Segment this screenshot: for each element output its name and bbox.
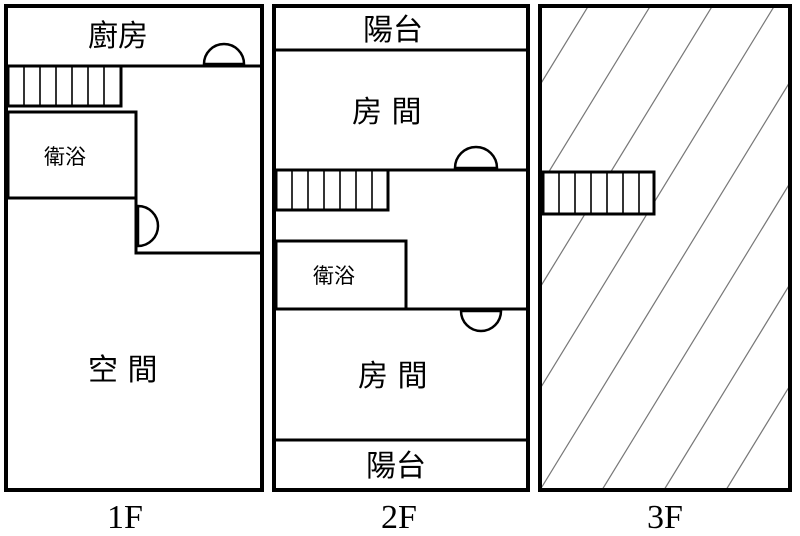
floor-2f: 陽台 房 間 衛浴 房 間 陽台 2F: [272, 4, 530, 536]
label-kitchen: 廚房: [88, 19, 148, 54]
door-kitchen: [202, 42, 246, 66]
hatch-pattern: [168, 0, 789, 490]
floor-3f-outline: [538, 4, 792, 492]
floor-2f-outline: [272, 4, 530, 492]
floor-label-1f: 1F: [107, 499, 143, 536]
floor-3f: 3F: [168, 0, 792, 536]
hatch-line: [541, 6, 776, 389]
bathroom-1f: [6, 110, 138, 200]
door-bathroom-1f: [136, 204, 160, 248]
label-bathroom-1f: 衛浴: [44, 145, 86, 169]
hatch-line: [541, 6, 590, 85]
floor-label-2f: 2F: [381, 499, 417, 536]
corridor-wall-1f: [134, 198, 260, 255]
floor-label-3f: 3F: [647, 499, 683, 536]
floor-1f-outline: [4, 4, 264, 492]
hatch-line: [541, 6, 714, 287]
label-space: 空 間: [88, 353, 158, 388]
hatch-line: [601, 183, 789, 490]
label-room-lower: 房 間: [358, 359, 428, 394]
door-room-lower: [459, 309, 503, 333]
hatch-line: [541, 82, 789, 490]
hatch-line: [541, 6, 652, 186]
door-room-upper: [453, 145, 499, 170]
label-balcony-bottom: 陽台: [366, 449, 426, 484]
hatch-line: [663, 284, 789, 490]
bathroom-2f: [274, 239, 408, 311]
hatch-line: [725, 385, 789, 490]
label-bathroom-2f: 衛浴: [313, 264, 355, 288]
staircase-1f: [6, 64, 123, 108]
label-room-upper: 房 間: [352, 95, 422, 130]
hatch-line: [168, 0, 468, 490]
staircase-2f: [274, 168, 390, 212]
floor-1f: 廚房 衛浴 空 間 1F: [4, 4, 264, 536]
staircase-3f: [541, 170, 656, 216]
label-balcony-top: 陽台: [363, 13, 423, 48]
